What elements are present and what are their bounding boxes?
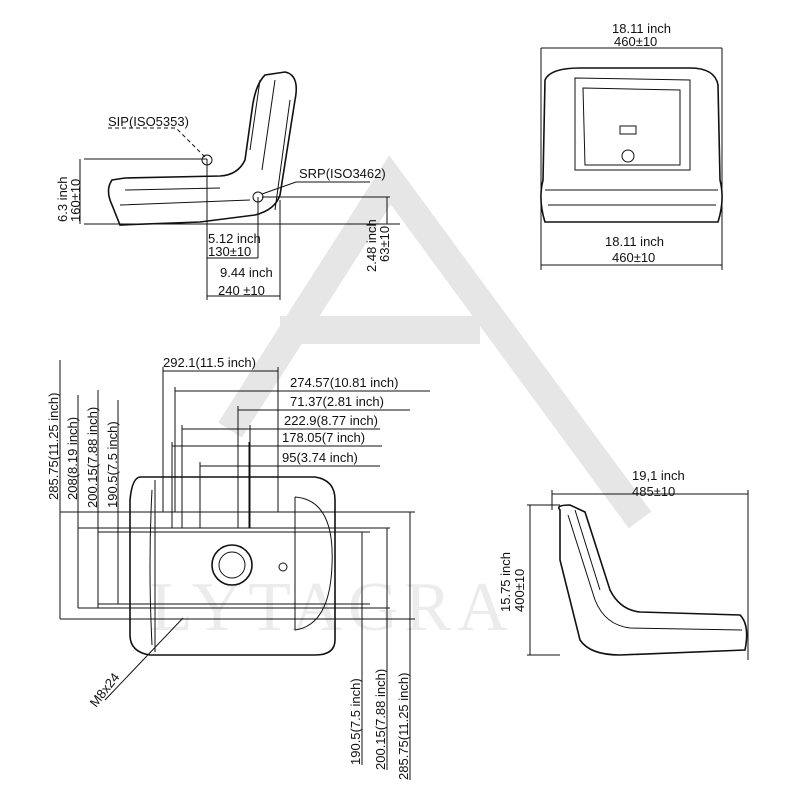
svg-text:190.5(7.5 inch): 190.5(7.5 inch) <box>348 678 363 765</box>
svg-text:71.37(2.81 inch): 71.37(2.81 inch) <box>290 394 384 409</box>
svg-text:6.3 inch: 6.3 inch <box>55 176 70 222</box>
svg-text:460±10: 460±10 <box>612 250 655 265</box>
svg-text:200.15(7.88 inch): 200.15(7.88 inch) <box>373 669 388 770</box>
svg-text:285.75(11.25 inch): 285.75(11.25 inch) <box>46 393 61 500</box>
svg-text:19,1 inch: 19,1 inch <box>632 468 685 483</box>
svg-text:5.12 inch: 5.12 inch <box>208 231 261 246</box>
svg-text:9.44 inch: 9.44 inch <box>220 265 273 280</box>
svg-text:SIP(ISO5353): SIP(ISO5353) <box>108 114 189 129</box>
svg-text:460±10: 460±10 <box>614 34 657 49</box>
svg-text:SRP(ISO3462): SRP(ISO3462) <box>299 166 386 181</box>
svg-text:178.05(7 inch): 178.05(7 inch) <box>282 430 365 445</box>
svg-text:2.48 inch: 2.48 inch <box>364 219 379 272</box>
svg-text:160±10: 160±10 <box>68 179 83 222</box>
front-view: 18.11 inch 460±10 18.11 inch 460±10 <box>540 21 723 270</box>
sip-point-icon <box>621 149 635 163</box>
side-view: SIP(ISO5353) SRP(ISO3462) 6.3 inch 160±1… <box>55 71 400 300</box>
svg-text:208(8.19 inch): 208(8.19 inch) <box>65 417 80 500</box>
svg-text:292.1(11.5 inch): 292.1(11.5 inch) <box>163 355 256 370</box>
svg-text:M8x24: M8x24 <box>87 670 123 710</box>
svg-text:18.11 inch: 18.11 inch <box>605 234 664 249</box>
svg-text:130±10: 130±10 <box>208 244 251 259</box>
bottom-view: 292.1(11.5 inch) 274.57(10.81 inch) 71.3… <box>46 355 430 780</box>
svg-text:95(3.74 inch): 95(3.74 inch) <box>282 450 358 465</box>
svg-text:240 ±10: 240 ±10 <box>218 283 265 298</box>
seat-mount-hole <box>211 544 253 586</box>
svg-text:222.9(8.77 inch): 222.9(8.77 inch) <box>284 413 378 428</box>
svg-text:274.57(10.81 inch): 274.57(10.81 inch) <box>290 375 398 390</box>
svg-text:485±10: 485±10 <box>632 484 675 499</box>
svg-text:15.75 inch: 15.75 inch <box>498 552 513 612</box>
svg-text:18.11 inch: 18.11 inch <box>612 21 671 36</box>
side-view-2: 19,1 inch 485±10 15.75 inch 400±10 <box>498 468 749 660</box>
svg-text:63±10: 63±10 <box>377 226 392 262</box>
svg-text:400±10: 400±10 <box>512 569 527 612</box>
svg-text:285.75(11.25 inch): 285.75(11.25 inch) <box>396 673 411 780</box>
svg-text:190.5(7.5 inch): 190.5(7.5 inch) <box>105 421 120 508</box>
svg-text:200.15(7.88 inch): 200.15(7.88 inch) <box>85 407 100 508</box>
